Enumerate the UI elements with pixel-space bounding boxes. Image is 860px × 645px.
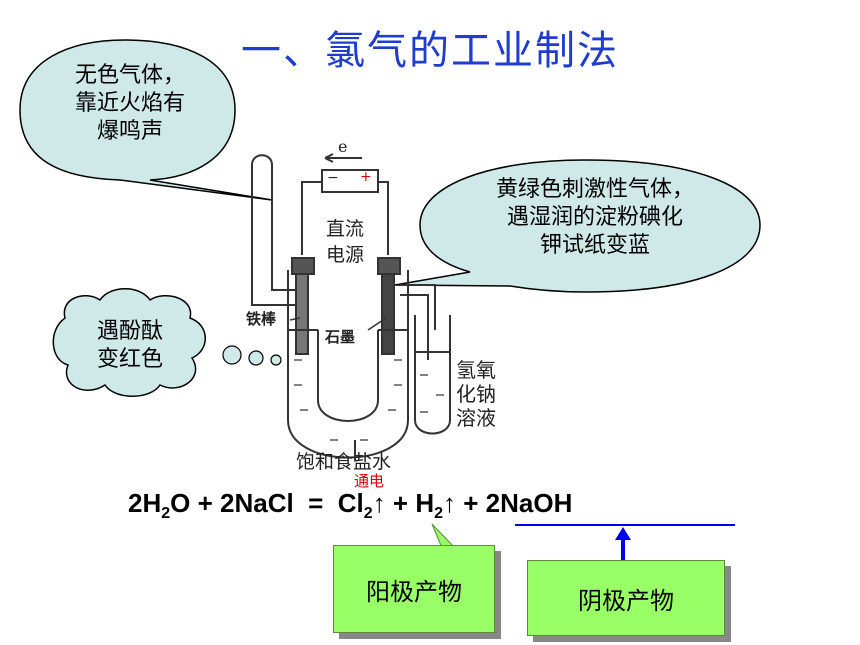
equation-part: ↑ + H xyxy=(372,488,435,518)
electrolysis-apparatus xyxy=(251,153,451,460)
cathode-product-box: 阴极产物 xyxy=(527,560,725,636)
minus-terminal: − xyxy=(327,170,339,186)
electron-label: e xyxy=(338,137,348,156)
cloud-dot-mid xyxy=(248,350,264,366)
equation-part: ↑ + 2NaOH xyxy=(443,488,573,518)
bubble-line: 钾试纸变蓝 xyxy=(539,233,650,258)
naoh-label-3: 溶液 xyxy=(456,406,496,430)
bubble-line: 爆鸣声 xyxy=(96,119,163,144)
iron-rod-label: 铁棒 xyxy=(246,310,277,328)
bubble-line: 靠近火焰有 xyxy=(74,91,185,116)
bubble-line: 遇酚酞 xyxy=(96,319,163,344)
equation-subscript: 2 xyxy=(161,505,171,523)
bubble-line: 黄绿色刺激性气体， xyxy=(495,177,694,202)
graphite-label: 石墨 xyxy=(325,328,356,346)
naoh-label-1: 氢氧 xyxy=(456,358,496,382)
power-label-2: 电源 xyxy=(326,244,365,266)
equation-part: O + 2NaCl = Cl xyxy=(170,488,364,518)
bubble-line: 遇湿润的淀粉碘化 xyxy=(506,205,683,230)
iron-rod-pointer xyxy=(289,317,301,321)
bubble-line: 变红色 xyxy=(96,347,163,372)
page-title: 一、氯气的工业制法 xyxy=(241,28,619,74)
anode-product-box: 阳极产物 xyxy=(333,545,495,633)
cloud-dot-small xyxy=(270,354,282,366)
cloud-dot-large xyxy=(222,345,242,365)
equation-subscript: 2 xyxy=(434,505,444,523)
graphite-pointer xyxy=(367,317,387,331)
bubble-left-mid-text: 遇酚酞 变红色 xyxy=(80,318,180,374)
equation-subscript: 2 xyxy=(363,505,373,523)
equation-part: 2H xyxy=(128,488,162,518)
cathode-arrow-head xyxy=(615,527,631,540)
bubble-left-mid xyxy=(52,288,206,397)
bubble-right-top-text: 黄绿色刺激性气体， 遇湿润的淀粉碘化 钾试纸变蓝 xyxy=(440,176,750,260)
bubble-left-top-text: 无色气体， 靠近火焰有 爆鸣声 xyxy=(35,62,225,146)
bubble-line: 无色气体， xyxy=(74,63,185,88)
brine-liquid xyxy=(294,359,444,441)
naoh-label-2: 化钠 xyxy=(456,382,496,406)
plus-terminal: + xyxy=(360,169,372,185)
chemical-equation: 2H2O + 2NaCl = Cl2↑ + H2↑ + 2NaOH xyxy=(128,488,572,523)
bubble-right-top xyxy=(394,159,761,293)
reaction-condition: 通电 xyxy=(354,472,385,490)
bubble-left-top xyxy=(19,39,273,201)
power-label-1: 直流 xyxy=(326,218,365,240)
brine-label: 饱和食盐水 xyxy=(296,451,392,473)
